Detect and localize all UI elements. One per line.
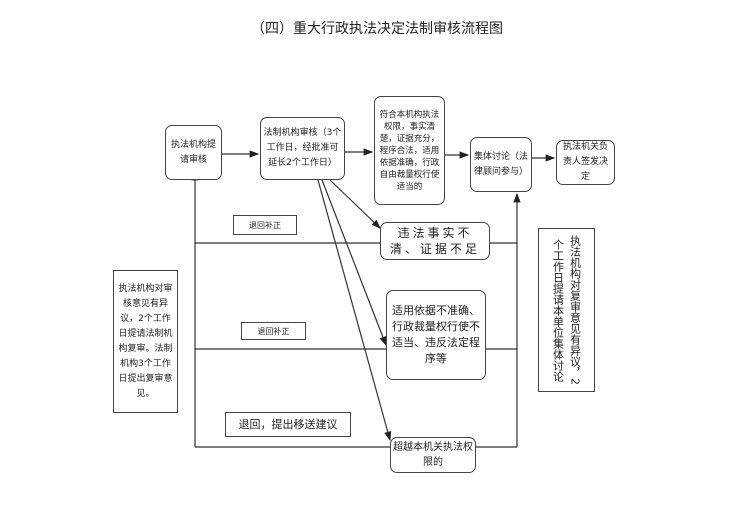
arrow-review-beyond	[317, 179, 392, 442]
label-return-transfer: 退回，提出移送建议	[225, 412, 351, 437]
node-submit: 执法机构提请审核	[165, 125, 222, 180]
node-beyond-authority: 超越本机关执法权限的	[390, 437, 476, 473]
note-objection-left: 执法机构对审核意见有异议，2个工作日提请法制机构复审。法制机构3个工作日提出复审…	[113, 270, 178, 413]
arrow-review-facts	[329, 179, 381, 229]
node-sign: 执法机关负责人签发决定	[556, 140, 615, 185]
arrow-review-improper	[321, 179, 387, 347]
label-return-1: 退回补正	[233, 215, 297, 235]
note-objection-right: 执法机构对复审意见有异议，2个工作日提请本单位集体讨论	[538, 228, 595, 392]
node-improper: 适用依据不准确、行政裁量权行使不适当、违反法定程序等	[386, 290, 486, 380]
node-collective: 集体讨论（法律顾问参与）	[470, 137, 532, 192]
node-facts-unclear: 违法事实不清、证据不足	[380, 222, 490, 260]
page-title: （四）重大行政执法决定法制审核流程图	[251, 21, 503, 37]
node-compliant: 符合本机构执法权限，事实清楚，证据充分，程序合法，适用依据准确，行政自由裁量权行…	[374, 96, 445, 205]
label-return-2: 退回补正	[241, 322, 306, 340]
node-review: 法制机构审核（3个工作日，经批准可延长2个工作日）	[260, 117, 345, 180]
